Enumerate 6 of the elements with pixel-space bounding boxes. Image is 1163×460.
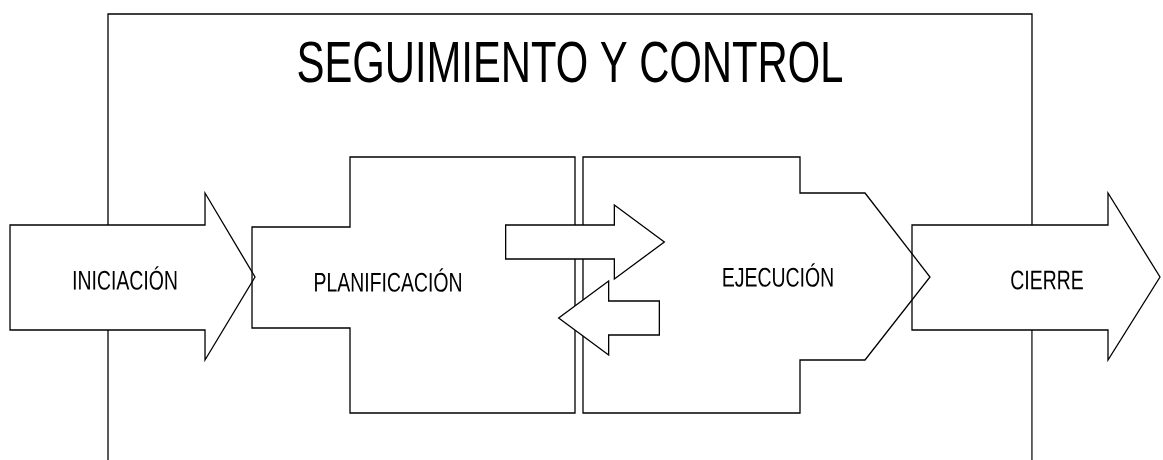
- phase-block: INICIACIÓN: [9, 190, 256, 363]
- block-arrow: [557, 279, 660, 357]
- block-arrow: [505, 203, 666, 281]
- phase-block: CIERRE: [911, 190, 1161, 363]
- phase-block: EJECUCIÓN: [582, 156, 931, 414]
- phase-block: PLANIFICACIÓN: [251, 156, 576, 414]
